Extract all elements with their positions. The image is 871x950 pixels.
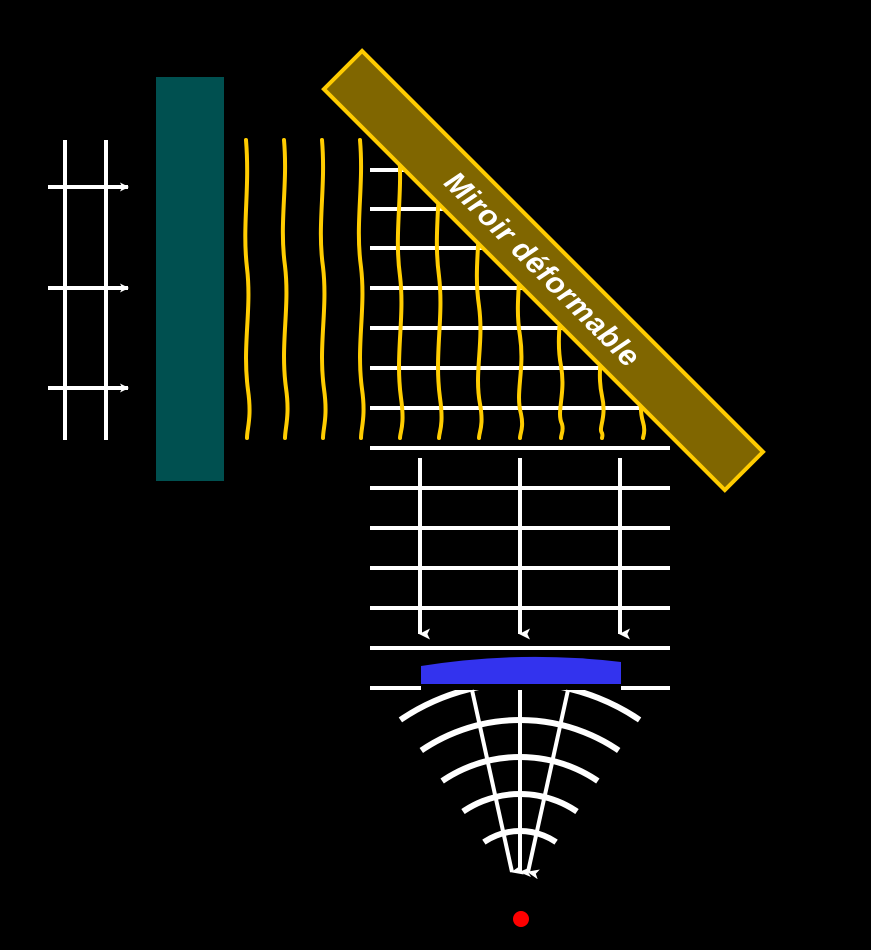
aberrated-wavefront-line <box>395 148 405 440</box>
converging-lens[interactable] <box>421 656 621 684</box>
aberrated-wavefront-line <box>243 138 252 440</box>
incoming-ray-arrows <box>48 182 129 393</box>
aberrated-wavefront-line <box>356 138 366 440</box>
aberrated-wavefront-line <box>318 138 328 440</box>
aberrated-wavefront-line <box>280 138 290 440</box>
converging-ray-arrow <box>526 689 570 880</box>
converging-ray-arrows <box>470 689 570 880</box>
atmospheric-turbulence-layer <box>156 77 224 481</box>
aberrated-wavefronts <box>243 138 366 440</box>
aberrated-wavefront-line <box>434 148 444 440</box>
corrected-ray-arrows <box>418 458 630 640</box>
mirror-body[interactable] <box>321 48 766 493</box>
converging-ray-arrow <box>470 689 524 875</box>
focal-point <box>513 911 529 927</box>
aberrated-wavefront-line <box>474 194 484 440</box>
